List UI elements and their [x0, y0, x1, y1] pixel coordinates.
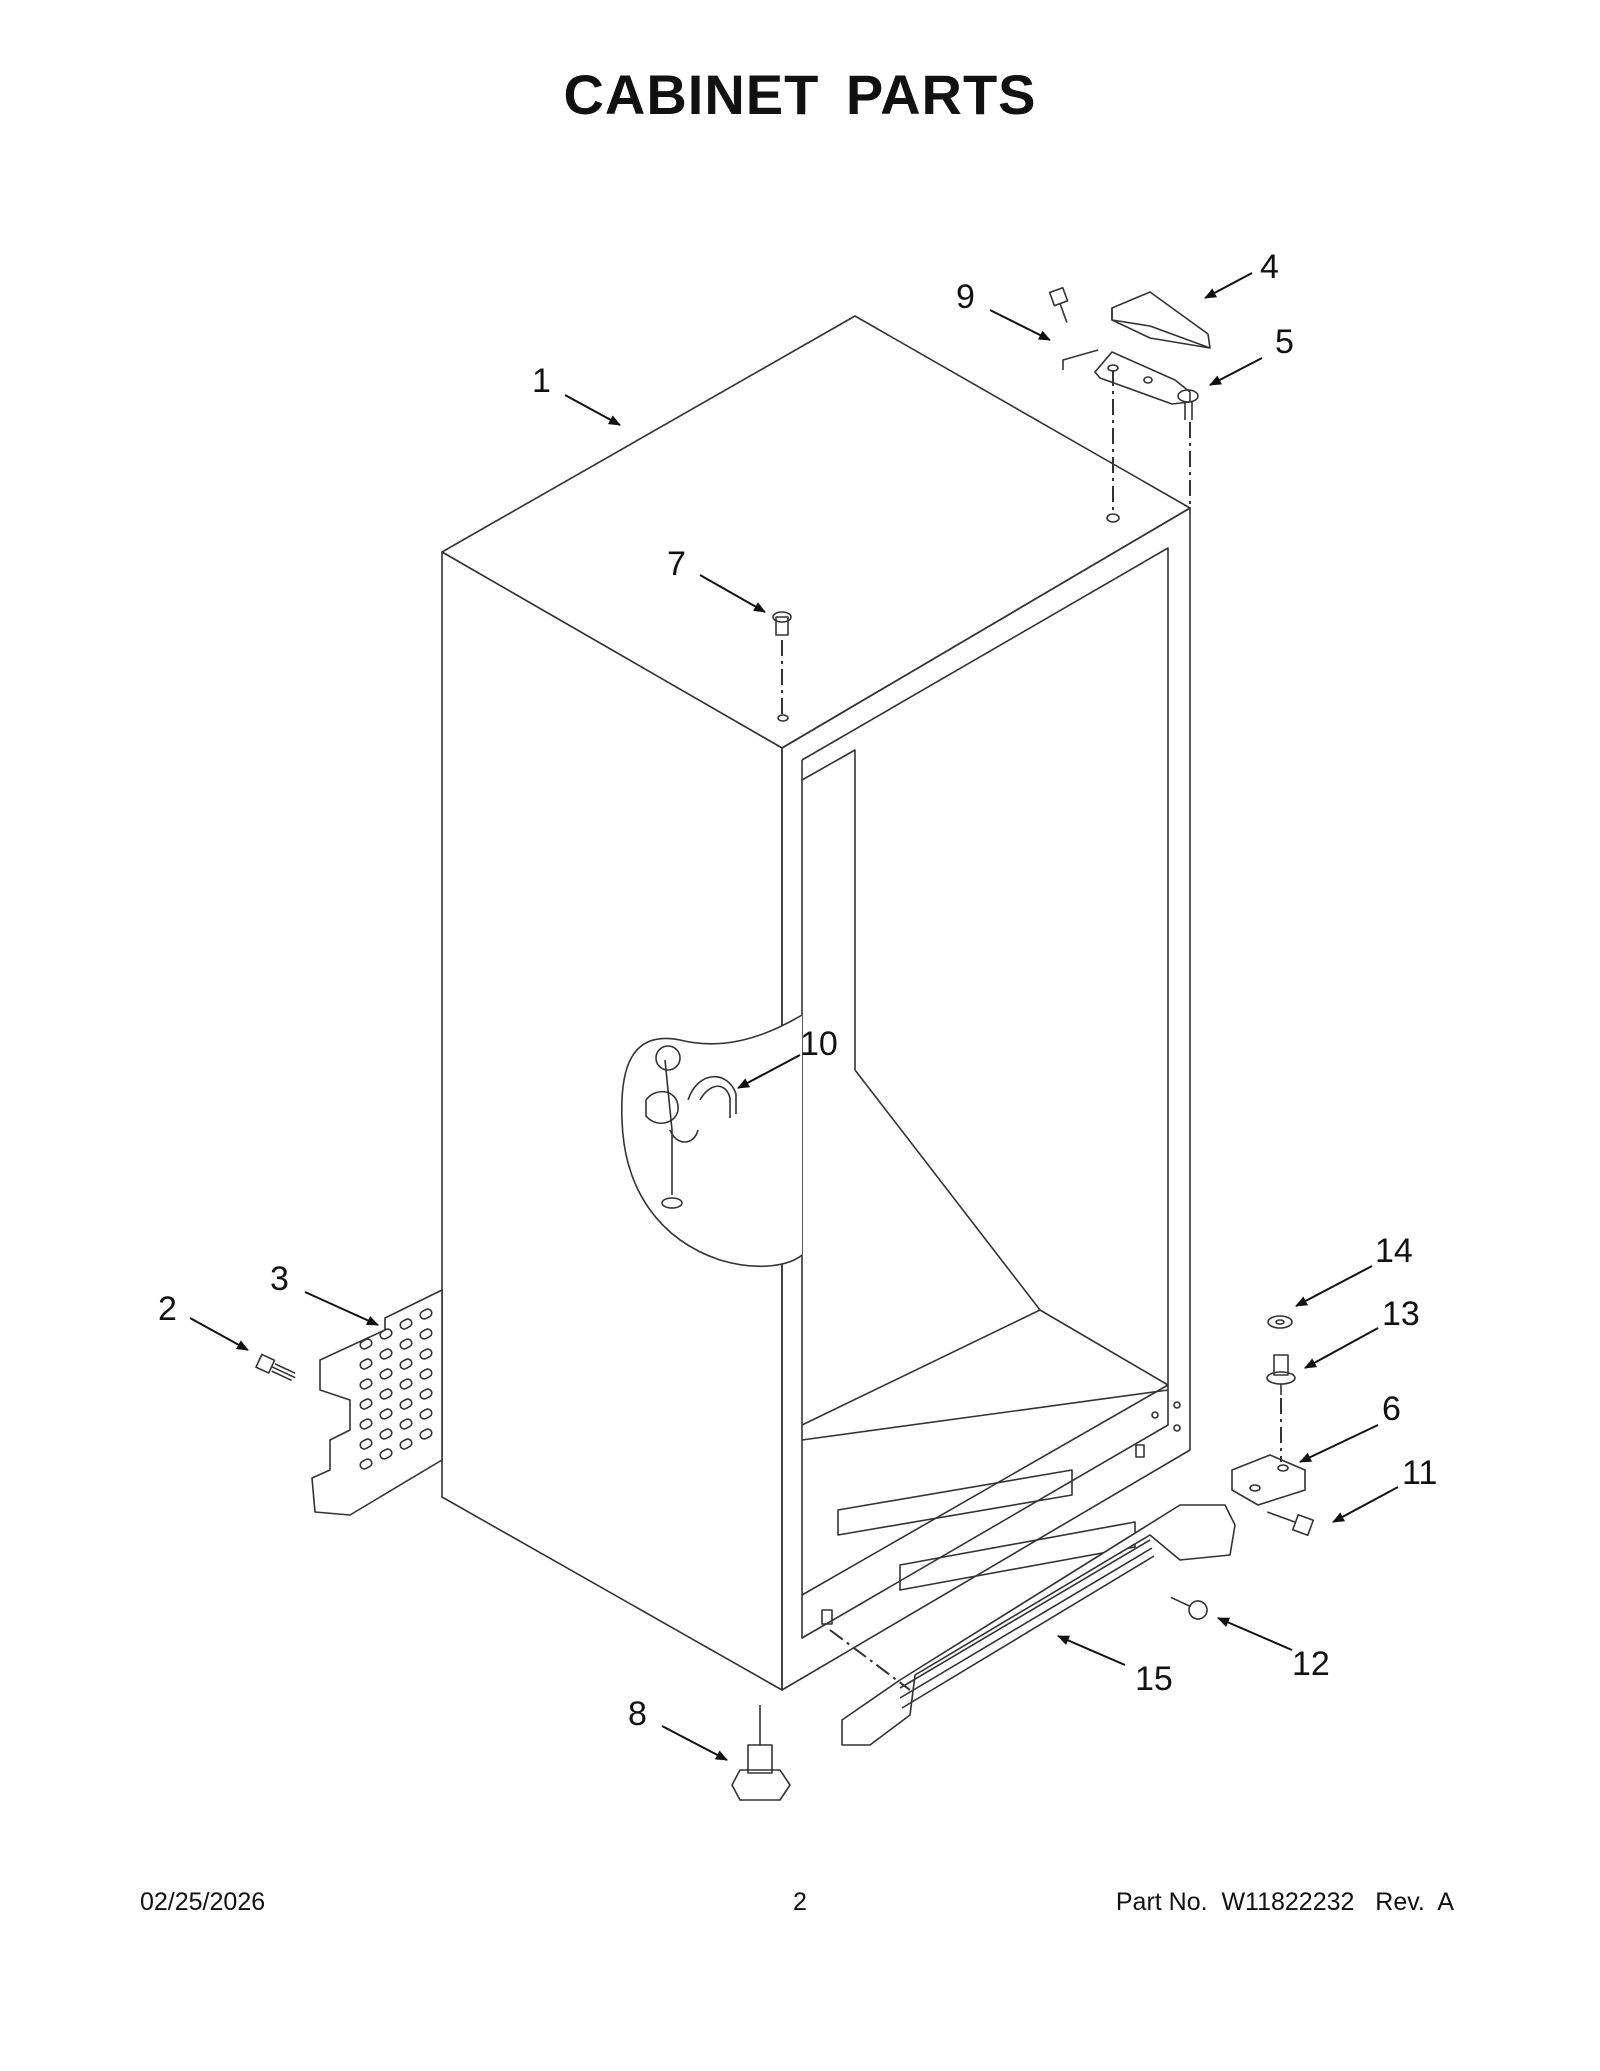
washer-14-icon [1267, 1315, 1293, 1329]
footer-page-number: 2 [793, 1888, 807, 1916]
callout-10: 10 [800, 1025, 838, 1063]
callout-6: 6 [1382, 1390, 1401, 1428]
vent-slot [399, 1438, 413, 1450]
vent-slot [419, 1368, 433, 1380]
vent-slot [399, 1378, 413, 1390]
page-title: CABINET PARTS [563, 63, 1037, 126]
vent-slot [419, 1348, 433, 1360]
callout-labels: 1 2 3 4 5 6 7 8 9 10 11 12 13 14 15 [158, 248, 1437, 1733]
vent-slot [419, 1428, 433, 1440]
vent-slot [399, 1338, 413, 1350]
vent-slot [379, 1368, 393, 1380]
callout-15: 15 [1135, 1660, 1173, 1698]
footer-part-number: Part No. W11822232 Rev. A [1115, 1888, 1454, 1916]
callout-1: 1 [532, 362, 551, 400]
vent-slot [359, 1378, 373, 1390]
vent-slot [379, 1328, 393, 1340]
vent-slot [359, 1458, 373, 1470]
vent-slot [359, 1338, 373, 1350]
vent-slot [379, 1388, 393, 1400]
vent-slot [379, 1408, 393, 1420]
screw-11-icon [1267, 1511, 1315, 1537]
callout-4: 4 [1260, 248, 1279, 286]
vent-slot [399, 1418, 413, 1430]
vent-slot [419, 1328, 433, 1340]
vent-slot [359, 1398, 373, 1410]
vent-slot [379, 1348, 393, 1360]
vent-slot [359, 1358, 373, 1370]
vent-slot [399, 1318, 413, 1330]
hinge-cover-4-icon [1111, 291, 1211, 349]
vent-slot [399, 1398, 413, 1410]
footer-date: 02/25/2026 [140, 1888, 266, 1916]
vent-slot [379, 1428, 393, 1440]
vent-slot [359, 1438, 373, 1450]
leader-arrows [189, 272, 1399, 1761]
assembly-lines [781, 370, 1282, 1691]
vent-slot [419, 1408, 433, 1420]
hinge-pin-13-icon [1266, 1354, 1296, 1395]
vent-slot [419, 1388, 433, 1400]
bottom-hinge-6-icon [1231, 1454, 1306, 1506]
vent-slot [379, 1448, 393, 1460]
callout-14: 14 [1375, 1232, 1413, 1270]
vent-slot [419, 1308, 433, 1320]
callout-7: 7 [667, 545, 686, 583]
callout-3: 3 [270, 1260, 289, 1298]
callout-12: 12 [1292, 1645, 1330, 1683]
plug-7-icon [772, 611, 792, 636]
rear-access-panel [311, 1289, 443, 1516]
cabinet-body [441, 315, 1191, 1691]
callout-9: 9 [956, 278, 975, 316]
toe-grille-15-icon [841, 1504, 1236, 1746]
callout-13: 13 [1382, 1295, 1420, 1333]
vent-slot [399, 1358, 413, 1370]
callout-2: 2 [158, 1290, 177, 1328]
screw-2-icon [255, 1353, 296, 1382]
vent-slot [359, 1418, 373, 1430]
callout-5: 5 [1275, 323, 1294, 361]
screw-9-icon [1048, 286, 1069, 323]
leveling-leg-8-icon [731, 1705, 791, 1801]
top-hinge-5-icon [1094, 351, 1199, 420]
screw-12-icon [1170, 1596, 1208, 1620]
callout-8: 8 [628, 1695, 647, 1733]
callout-11: 11 [1402, 1454, 1437, 1492]
